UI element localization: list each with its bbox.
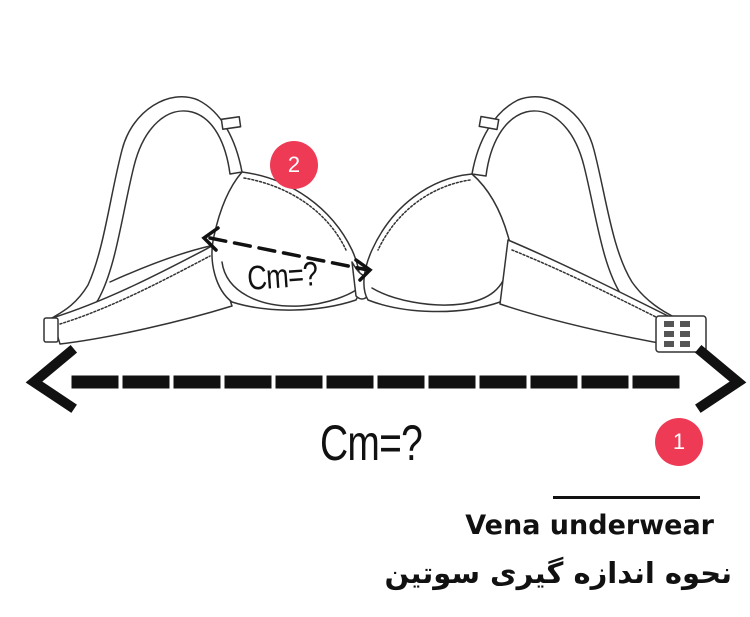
brand-divider [553,496,700,499]
band-measure-arrow [25,344,747,413]
band-measure-label: Cm=? [320,415,423,471]
left-band-stitch [59,255,211,325]
hook-eye-closure [655,315,707,353]
left-hook-end [43,317,59,343]
cup-measure-arrow [201,226,373,282]
left-cup-edge [243,177,347,251]
step-one-marker: 1 [655,418,703,466]
step-two-marker: 2 [270,141,318,189]
bra-illustration [43,95,707,353]
left-band-inner [109,245,211,283]
right-band-stitch [511,249,663,321]
left-cup-underwire [221,261,357,307]
right-cup-underwire [371,265,509,306]
right-cup-edge [377,179,471,251]
cup-measure-label: Cm=? [246,255,319,298]
right-cup [363,173,513,313]
left-band [51,245,233,345]
right-strap-adjuster [478,115,500,131]
left-cup [211,171,361,311]
caption-title: نحوه اندازه گیری سوتین [384,556,732,590]
brand-name: Vena underwear [465,510,714,541]
left-strap-adjuster [220,116,242,130]
